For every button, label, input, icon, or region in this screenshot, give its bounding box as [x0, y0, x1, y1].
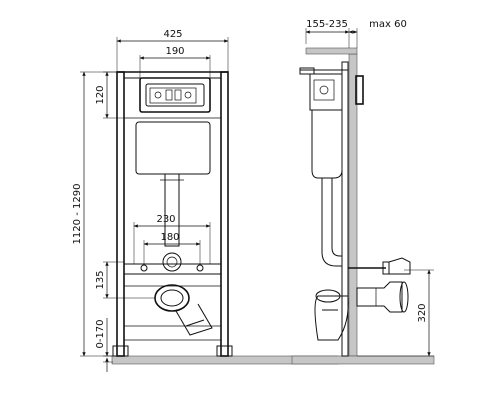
- dim-wall-max: max 60: [369, 19, 407, 30]
- flush-pipe: [164, 173, 180, 247]
- dim-bolt-inner: 180: [160, 232, 179, 243]
- side-flush-plate: [355, 75, 364, 105]
- side-drain-elbow: [314, 295, 349, 341]
- side-button-module: [309, 73, 343, 111]
- side-cistern: [311, 109, 343, 179]
- dim-floor-offset: 0-170: [95, 319, 106, 348]
- flush-button-plate: [139, 77, 211, 113]
- frame-right-upright: [220, 71, 229, 357]
- side-flush-pipe: [321, 178, 342, 267]
- side-drain-outlet: [356, 281, 403, 313]
- dim-install-height: 1120 - 1290: [72, 184, 83, 245]
- dim-frame-width: 425: [163, 29, 182, 40]
- side-view: 155-235 max 60 320: [291, 19, 435, 365]
- dim-bolt-outer: 230: [156, 214, 175, 225]
- frame-left-upright: [116, 71, 125, 357]
- drain-elbow: [154, 284, 190, 312]
- dim-wall-distance: 155-235: [306, 19, 348, 30]
- side-frame-upright: [341, 61, 349, 357]
- dim-drain-height: 135: [95, 270, 106, 289]
- dim-button-width: 190: [165, 46, 184, 57]
- dim-outlet-height: 320: [417, 303, 428, 322]
- floor-slab-side: [291, 355, 435, 365]
- dim-button-height: 120: [95, 85, 106, 104]
- frame-right-foot: [216, 345, 233, 357]
- bolt-right: [196, 264, 204, 272]
- front-view: 425 190 120 1120 - 1290 230 180 135: [72, 29, 339, 372]
- frame-left-foot: [112, 345, 129, 357]
- cistern: [135, 121, 211, 175]
- drain-inlet: [162, 252, 182, 272]
- bolt-crossbar: [123, 263, 222, 275]
- bolt-left: [140, 264, 148, 272]
- flush-mechanism: [149, 87, 197, 104]
